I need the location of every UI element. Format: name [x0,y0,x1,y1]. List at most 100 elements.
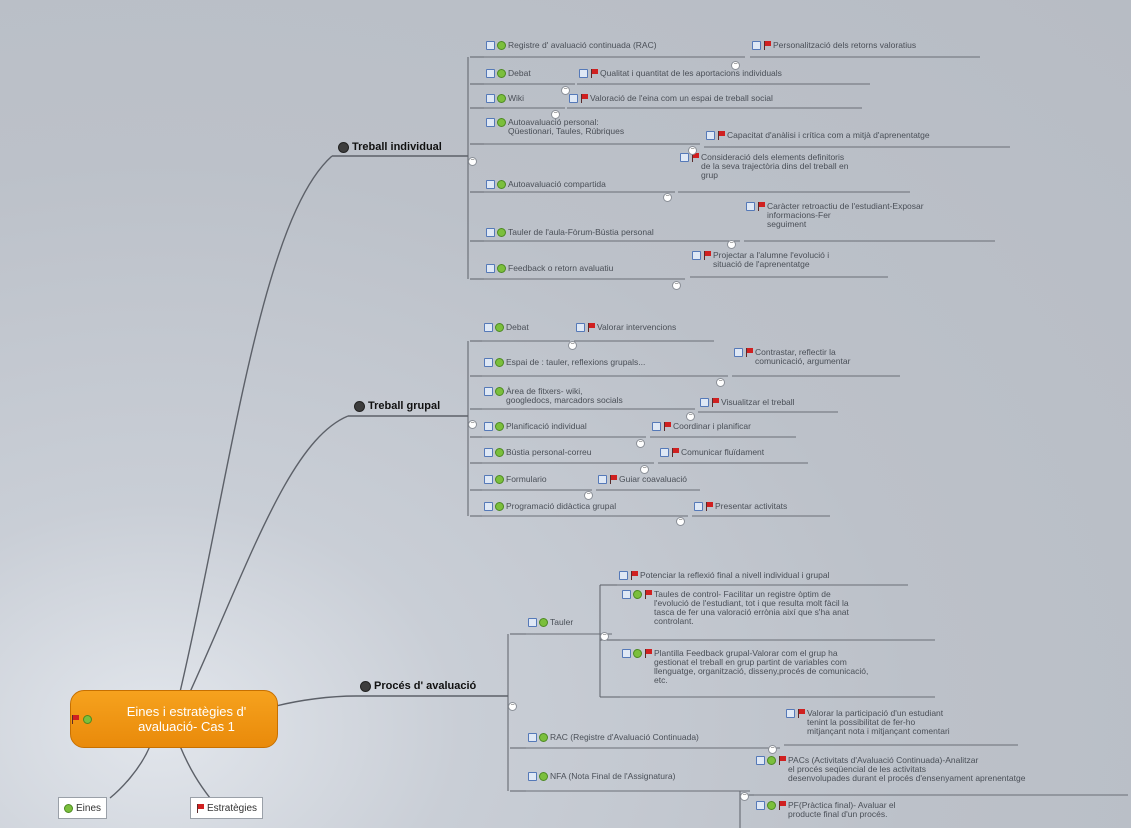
tool-node[interactable]: Tauler de l'aula-Fòrum-Bústia personal [486,228,654,237]
note-icon[interactable] [484,422,493,431]
tool-node[interactable]: Plantilla Feedback grupal-Valorar com el… [622,649,868,685]
tool-node[interactable]: Taules de control- Facilitar un registre… [622,590,849,626]
note-icon[interactable] [680,153,689,162]
strategy-node[interactable]: Valorar intervencions [576,323,676,332]
note-icon[interactable] [528,618,537,627]
note-icon[interactable] [484,448,493,457]
note-icon[interactable] [756,756,765,765]
collapse-toggle[interactable]: − [716,378,725,387]
branch-treball-grupal[interactable]: Treball grupal [354,400,440,412]
note-icon[interactable] [746,202,755,211]
strategy-node[interactable]: Valorar la participació d'un estudiant t… [786,709,950,736]
note-icon[interactable] [694,502,703,511]
note-icon[interactable] [484,358,493,367]
strategy-node[interactable]: Personalització dels retorns valoratius [752,41,916,50]
note-icon[interactable] [484,323,493,332]
note-icon[interactable] [660,448,669,457]
collapse-toggle[interactable]: − [636,439,645,448]
note-icon[interactable] [484,502,493,511]
collapse-toggle[interactable]: − [600,632,609,641]
note-icon[interactable] [486,94,495,103]
note-icon[interactable] [622,590,631,599]
note-icon[interactable] [484,387,493,396]
collapse-toggle[interactable]: − [731,61,740,70]
tool-node[interactable]: Àrea de fitxers- wiki, googledocs, marca… [484,387,623,405]
tool-node[interactable]: Programació didàctica grupal [484,502,616,511]
note-icon[interactable] [486,228,495,237]
strategy-node[interactable]: Visualitzar el treball [700,398,795,407]
note-icon[interactable] [486,180,495,189]
branch-proces-avaluacio[interactable]: Procés d' avaluació [360,680,476,692]
tool-node[interactable]: PF(Pràctica final)- Avaluar el producte … [756,801,896,819]
collapse-toggle[interactable]: − [508,702,517,711]
collapse-toggle[interactable]: − [688,146,697,155]
note-icon[interactable] [576,323,585,332]
note-icon[interactable] [622,649,631,658]
strategy-node[interactable]: Qualitat i quantitat de les aportacions … [579,69,782,78]
tool-node[interactable]: RAC (Registre d'Avaluació Continuada) [528,733,699,742]
note-icon[interactable] [706,131,715,140]
note-icon[interactable] [786,709,795,718]
tool-node[interactable]: PACs (Activitats d'Avaluació Continuada)… [756,756,1025,783]
collapse-toggle[interactable]: − [468,420,477,429]
tool-node[interactable]: Planificació individual [484,422,587,431]
collapse-toggle[interactable]: − [568,341,577,350]
note-icon[interactable] [692,251,701,260]
strategy-node[interactable]: Caràcter retroactiu de l'estudiant-Expos… [746,202,924,229]
collapse-toggle[interactable]: − [768,745,777,754]
collapse-toggle[interactable]: − [663,193,672,202]
strategy-node[interactable]: Valoració de l'eina com un espai de treb… [569,94,773,103]
tool-node[interactable]: Wiki [486,94,524,103]
tool-node[interactable]: Espai de : tauler, reflexions grupals... [484,358,645,367]
legend-tools[interactable]: Eines [58,797,108,819]
strategy-node[interactable]: Consideració dels elements definitoris d… [680,153,848,180]
note-icon[interactable] [486,69,495,78]
strategy-node[interactable]: Guiar coavaluació [598,475,687,484]
tool-node[interactable]: NFA (Nota Final de l'Assignatura) [528,772,675,781]
collapse-toggle[interactable]: − [740,792,749,801]
legend-strategies[interactable]: Estratègies [190,797,264,819]
tool-node[interactable]: Feedback o retorn avaluatiu [486,264,613,273]
collapse-toggle[interactable]: − [672,281,681,290]
note-icon[interactable] [484,475,493,484]
collapse-toggle[interactable]: − [561,86,570,95]
strategy-node[interactable]: Comunicar fluïdament [660,448,764,457]
note-icon[interactable] [486,41,495,50]
note-icon[interactable] [528,772,537,781]
tool-node[interactable]: Registre d' avaluació continuada (RAC) [486,41,657,50]
strategy-node[interactable]: Potenciar la reflexió final a nivell ind… [619,571,829,580]
note-icon[interactable] [652,422,661,431]
collapse-toggle[interactable]: − [686,412,695,421]
strategy-node[interactable]: Presentar activitats [694,502,787,511]
note-icon[interactable] [569,94,578,103]
tool-node[interactable]: Tauler [528,618,573,627]
tool-node[interactable]: Autoavaluació compartida [486,180,606,189]
tool-node[interactable]: Formulario [484,475,547,484]
tool-node[interactable]: Autoavaluació personal: Qüestionari, Tau… [486,118,624,136]
root-node[interactable]: Eines i estratègies d' avaluació- Cas 1 [70,690,278,748]
note-icon[interactable] [700,398,709,407]
strategy-node[interactable]: Projectar a l'alumne l'evolució i situac… [692,251,829,269]
note-icon[interactable] [756,801,765,810]
strategy-node[interactable]: Capacitat d'anàlisi i crítica com a mitj… [706,131,930,140]
note-icon[interactable] [734,348,743,357]
note-icon[interactable] [752,41,761,50]
collapse-toggle[interactable]: − [676,517,685,526]
collapse-toggle[interactable]: − [640,465,649,474]
note-icon[interactable] [579,69,588,78]
tool-node[interactable]: Bústia personal-correu [484,448,592,457]
strategy-node[interactable]: Contrastar, reflectir la comunicació, ar… [734,348,850,366]
collapse-toggle[interactable]: − [727,240,736,249]
note-icon[interactable] [528,733,537,742]
strategy-node[interactable]: Coordinar i planificar [652,422,751,431]
branch-treball-individual[interactable]: Treball individual [338,141,442,153]
note-icon[interactable] [486,118,495,127]
note-icon[interactable] [486,264,495,273]
collapse-toggle[interactable]: − [468,157,477,166]
collapse-toggle[interactable]: − [584,491,593,500]
note-icon[interactable] [619,571,628,580]
collapse-toggle[interactable]: − [551,110,560,119]
tool-node[interactable]: Debat [484,323,529,332]
note-icon[interactable] [598,475,607,484]
